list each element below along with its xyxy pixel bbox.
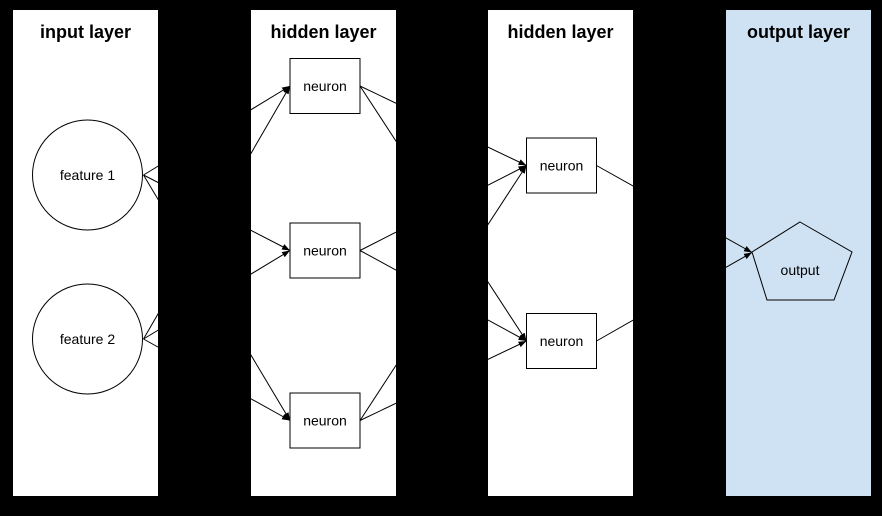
- hidden-layer-1-title: hidden layer: [270, 22, 377, 42]
- edge-f1-h1n2: [143, 174, 291, 251]
- edge-h1n1-h2n1: [359, 85, 527, 166]
- node-h1n1-box: [289, 58, 361, 114]
- edge-f2-h1n1: [143, 85, 291, 340]
- node-f1-circle: [32, 119, 143, 231]
- node-h2n1-label: neuron: [540, 158, 584, 174]
- node-h2n2-label: neuron: [540, 333, 584, 349]
- edge-f2-h1n2: [143, 250, 291, 340]
- panel-input-layer: input layer: [13, 10, 158, 496]
- node-out-pentagon: [751, 221, 853, 301]
- node-h1n1-label: neuron: [303, 78, 347, 94]
- node-h1n3-box: [289, 392, 361, 449]
- edge-h2n1-out: [596, 165, 753, 253]
- input-layer-title: input layer: [39, 22, 132, 42]
- node-h2n2-box: [526, 313, 597, 369]
- edge-h1n3-h2n2: [359, 340, 527, 421]
- edge-h2n2-out: [596, 252, 753, 342]
- node-f2-label: feature 2: [60, 331, 115, 347]
- node-h1n3-label: neuron: [303, 413, 347, 429]
- node-f1-label: feature 1: [60, 167, 115, 183]
- panel-hidden-layer-2: hidden layer: [488, 10, 633, 496]
- edge-f2-h1n3: [143, 338, 291, 421]
- node-out-label: output: [781, 262, 820, 278]
- node-h2n1-box: [526, 137, 597, 194]
- edge-h1n2-h2n1: [359, 165, 527, 251]
- edge-h1n1-h2n2: [359, 85, 527, 342]
- nodes-group: feature 1 feature 2 neuron neuron neuron neur…: [32, 58, 853, 449]
- edge-f1-h1n1: [143, 85, 291, 176]
- edge-h1n2-h2n2: [359, 250, 527, 342]
- node-h1n2-label: neuron: [303, 243, 347, 259]
- hidden-layer-2-title: hidden layer: [507, 22, 614, 42]
- edges-group: [143, 85, 753, 421]
- output-layer-title: output layer: [746, 22, 850, 42]
- edge-h1n3-h2n1: [359, 165, 527, 421]
- node-f2-circle: [32, 283, 143, 395]
- edge-f1-h1n3: [143, 174, 291, 421]
- node-h1n2-box: [289, 222, 361, 279]
